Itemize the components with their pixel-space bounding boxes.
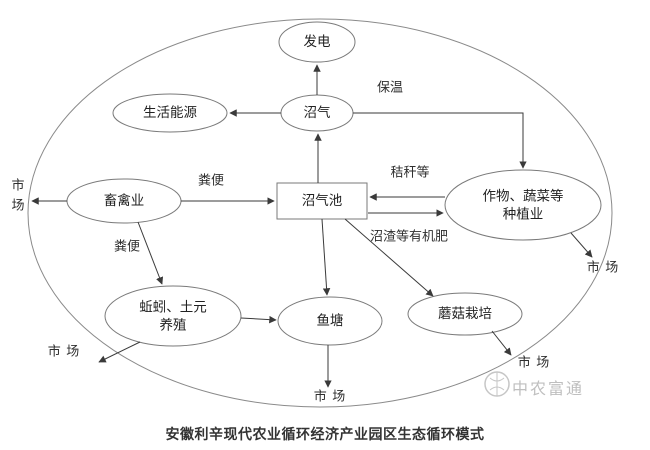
node-earthworm-line1: 蚯蚓、土元 [139, 299, 207, 315]
node-earthworm-label: 蚯蚓、土元 养殖 [139, 298, 207, 333]
node-living-energy-shape [112, 93, 228, 133]
node-mushroom-label: 蘑菇栽培 [438, 306, 492, 322]
node-digester-shape [276, 182, 368, 220]
market-label-bottom-right: 市 场 [517, 354, 551, 370]
node-fishpond-label: 鱼塘 [316, 313, 344, 329]
watermark-text: 中农富通 [512, 381, 585, 398]
watermark-logo-icon [484, 371, 510, 397]
node-planting-line2: 种植业 [502, 206, 544, 221]
edge-label-straw: 秸秆等 [390, 164, 430, 180]
arrow-digester-to-mushroom [344, 218, 434, 297]
outer-boundary-ellipse [27, 18, 613, 408]
diagram-title: 安徽利辛现代农业循环经济产业园区生态循环模式 [165, 426, 485, 442]
node-mushroom-shape [407, 292, 523, 336]
node-planting-line1: 作物、蔬菜等 [482, 188, 564, 204]
market-label-bottom-left: 市 场 [47, 343, 81, 359]
node-planting-shape [444, 169, 602, 241]
node-digester-label: 沼气池 [301, 193, 343, 209]
edge-label-residue-fertilizer: 沼渣等有机肥 [369, 228, 449, 244]
market-label-bottom-center: 市 场 [313, 388, 347, 404]
market-label-right: 市 场 [586, 259, 620, 275]
arrow-mushroom-to-market [491, 330, 512, 356]
arrow-planting-to-market [570, 232, 593, 258]
arrow-digester-to-fishpond [321, 218, 331, 296]
arrow-earthworm-to-market [98, 341, 141, 363]
node-earthworm-shape [104, 285, 242, 347]
node-planting-label: 作物、蔬菜等 种植业 [483, 187, 564, 222]
edge-label-manure-top: 粪便 [197, 172, 225, 188]
market-label-left: 市场 [9, 178, 25, 218]
node-fishpond-shape [277, 296, 383, 346]
node-biogas-label: 沼气 [303, 105, 331, 121]
node-power-generation-label: 发电 [303, 34, 331, 50]
edge-label-insulation: 保温 [376, 79, 404, 95]
node-livestock-label: 畜禽业 [103, 193, 145, 209]
node-earthworm-line2: 养殖 [159, 317, 187, 332]
arrow-earthworm-to-fishpond [240, 315, 277, 324]
node-power-generation-shape [278, 21, 356, 63]
edge-label-manure-bottom: 粪便 [113, 238, 141, 254]
arrow-livestock-to-earthworm [137, 221, 164, 285]
node-living-energy-label: 生活能源 [143, 105, 197, 121]
arrow-biogas-to-planting-insulation [353, 112, 527, 169]
